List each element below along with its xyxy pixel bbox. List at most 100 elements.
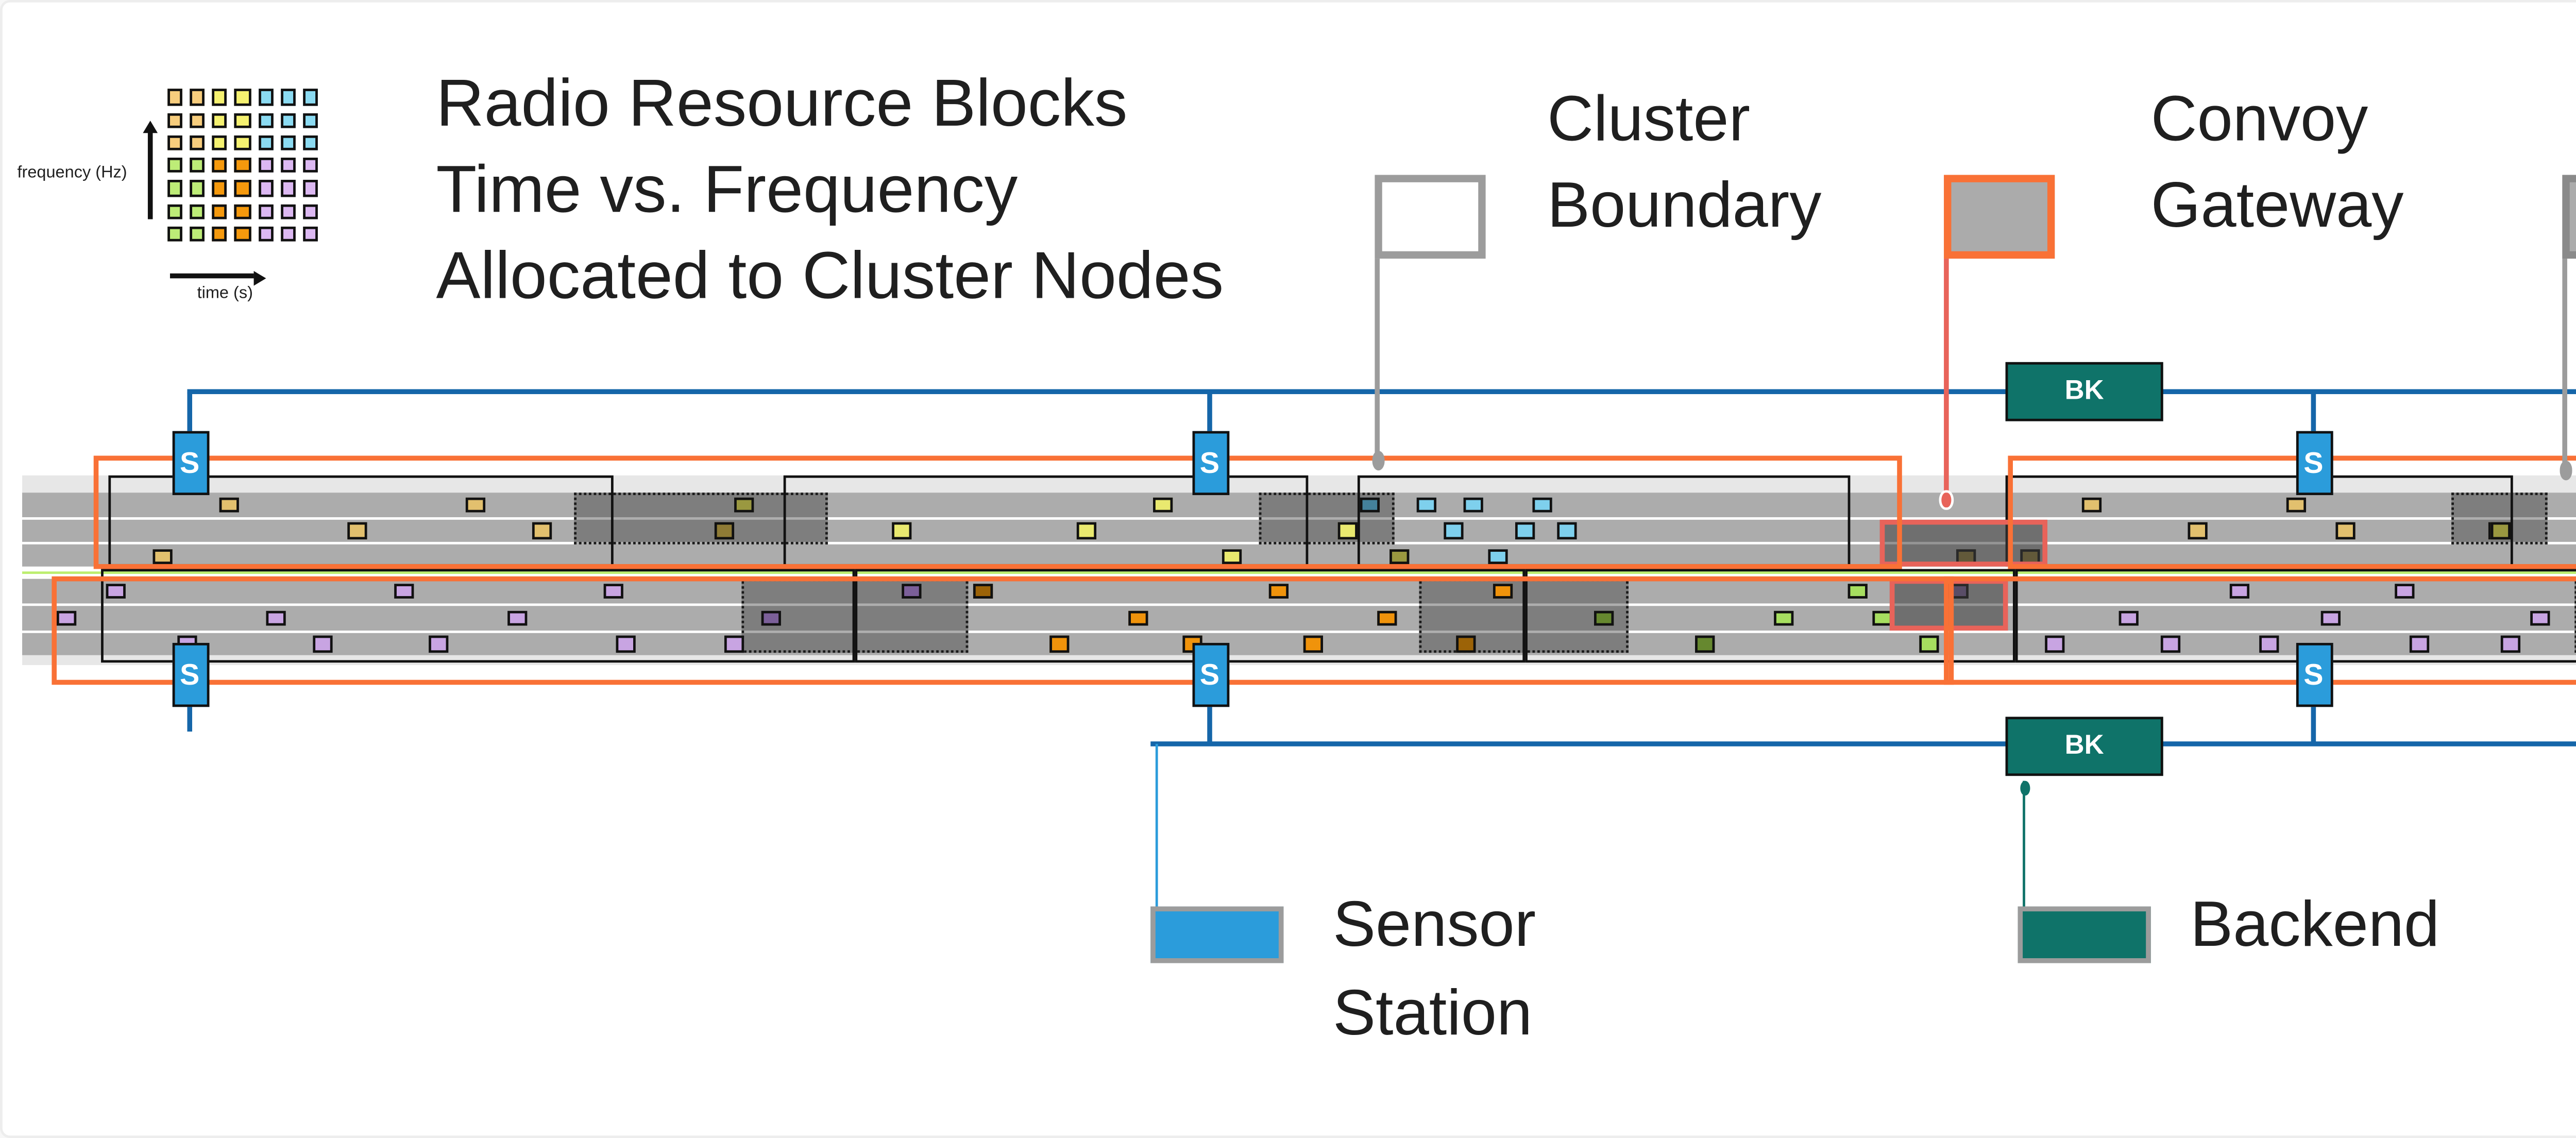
convoy-gateway-swatch (1944, 175, 2055, 259)
rrb-block-r6-c4 (258, 226, 274, 242)
convoy-gateway-top (1879, 519, 2047, 567)
vehicle-bottom-13 (973, 583, 993, 600)
rrb-block-r1-c6 (303, 112, 319, 128)
vehicle-top-1 (465, 496, 486, 513)
title-line-2: Time vs. Frequency (436, 152, 1018, 227)
fiber-drop-top-s2 (1208, 392, 1212, 431)
rrb-block-r2-c4 (258, 135, 274, 151)
convoy-top-right (2008, 455, 2576, 568)
rrb-time-arrowhead (253, 269, 266, 285)
vehicle-top-5 (714, 522, 735, 539)
vehicle-bottom-29 (2395, 583, 2415, 600)
cluster-boundary-callout-dot (1371, 451, 1384, 470)
vehicle-bottom-0 (106, 583, 126, 600)
rrb-time-axis-label: time (s) (197, 284, 253, 302)
rrb-block-r0-c3 (234, 89, 251, 105)
rrb-block-r2-c3 (234, 135, 251, 151)
rrb-block-r1-c4 (258, 112, 274, 128)
sensor-station-badge-top-0: S (171, 431, 209, 496)
rrb-block-r5-c3 (234, 203, 251, 219)
sensor-station-badge-top-2: S (2295, 431, 2332, 496)
rrb-block-r1-c5 (280, 112, 296, 128)
vehicle-top-22 (2286, 496, 2307, 513)
fiber-drop-top-s1 (188, 392, 192, 431)
vehicle-bottom-21 (1848, 583, 1868, 600)
convoy-bottom-right (1944, 576, 2576, 684)
rrb-block-r6-c2 (212, 226, 228, 242)
vehicle-bottom-4 (266, 609, 286, 626)
rrb-block-r4-c3 (234, 180, 251, 196)
cluster-gateway-callout-line (2563, 259, 2567, 468)
vehicle-bottom-25 (1919, 635, 1939, 652)
backend-node-top: BK (2005, 362, 2163, 421)
vehicle-bottom-26 (1456, 635, 1476, 652)
rrb-block-r6-c1 (189, 226, 205, 242)
shoulder-top (22, 475, 2576, 493)
rrb-block-r3-c5 (280, 158, 296, 174)
rrb-frequency-axis-label: frequency (Hz) (17, 165, 127, 182)
backend-node-bottom: BK (2005, 717, 2163, 776)
vehicle-top-6 (734, 496, 754, 513)
title-line-1: Radio Resource Blocks (436, 66, 1128, 141)
vehicle-bottom-20 (1303, 635, 1323, 652)
vehicle-bottom-3 (56, 609, 77, 626)
fiber-bus-top (188, 389, 2576, 395)
vehicle-bottom-5 (507, 609, 528, 626)
vehicle-bottom-2 (603, 583, 623, 600)
cluster-boundary-bottom-0 (101, 568, 855, 662)
sensor-station-badge-bottom-0: S (171, 642, 209, 707)
rrb-block-r2-c5 (280, 135, 296, 151)
rrb-frequency-axis (148, 130, 152, 219)
rrb-block-r3-c3 (234, 158, 251, 174)
rrb-block-r5-c2 (212, 203, 228, 219)
rrb-block-r4-c0 (166, 180, 182, 196)
rrb-block-r0-c2 (212, 89, 228, 105)
lane-sep (22, 630, 2576, 633)
backend-connector-dot (2019, 780, 2029, 796)
sensor-station-swatch (1150, 906, 1284, 963)
rrb-block-r1-c2 (212, 112, 228, 128)
vehicle-top-10 (1337, 522, 1358, 539)
rrb-block-r4-c4 (258, 180, 274, 196)
vehicle-top-11 (1222, 548, 1242, 565)
vehicle-top-15 (1532, 496, 1552, 513)
cluster-boundary-bottom-2 (1525, 568, 2015, 662)
convoy-bottom-left (52, 576, 1954, 684)
vehicle-top-24 (2335, 522, 2355, 539)
vehicle-top-4 (152, 548, 173, 565)
vehicle-bottom-8 (313, 635, 333, 652)
cluster-gateway-callout-dot (2558, 461, 2571, 480)
vehicle-top-19 (1557, 522, 1577, 539)
legend-cluster-boundary-line-1: Cluster (1547, 81, 1751, 156)
lane-t2 (22, 519, 2576, 542)
vehicle-top-3 (532, 522, 552, 539)
rrb-block-r3-c1 (189, 158, 205, 174)
rrb-block-r4-c5 (280, 180, 296, 196)
rrb-block-r3-c6 (303, 158, 319, 174)
vehicle-top-8 (892, 522, 912, 539)
vehicle-bottom-18 (1049, 635, 1070, 652)
sensor-station-badge-top-1: S (1191, 431, 1228, 496)
legend-sensor-station-line-1: Sensor (1333, 887, 1536, 961)
vehicle-top-14 (1463, 496, 1483, 513)
vehicle-bottom-24 (1695, 635, 1715, 652)
vehicle-bottom-39 (2500, 635, 2521, 652)
rrb-block-r2-c1 (189, 135, 205, 151)
vehicle-top-16 (1360, 496, 1380, 513)
lane-b1 (22, 579, 2576, 603)
rrb-block-r6-c5 (280, 226, 296, 242)
fiber-stub-bottom-s3 (2312, 707, 2315, 744)
convoy-gateway-callout-line (1944, 259, 1948, 498)
rrb-block-r3-c2 (212, 158, 228, 174)
title-line-3: Allocated to Cluster Nodes (436, 239, 1224, 313)
lane-b2 (22, 606, 2576, 630)
vehicle-bottom-31 (2119, 609, 2139, 626)
rrb-block-r4-c2 (212, 180, 228, 196)
rrb-block-r5-c4 (258, 203, 274, 219)
vehicle-top-12 (1389, 548, 1410, 565)
convoy-top-left (93, 455, 1902, 568)
vehicle-bottom-23 (1594, 609, 1614, 626)
vehicle-bottom-1 (394, 583, 414, 600)
